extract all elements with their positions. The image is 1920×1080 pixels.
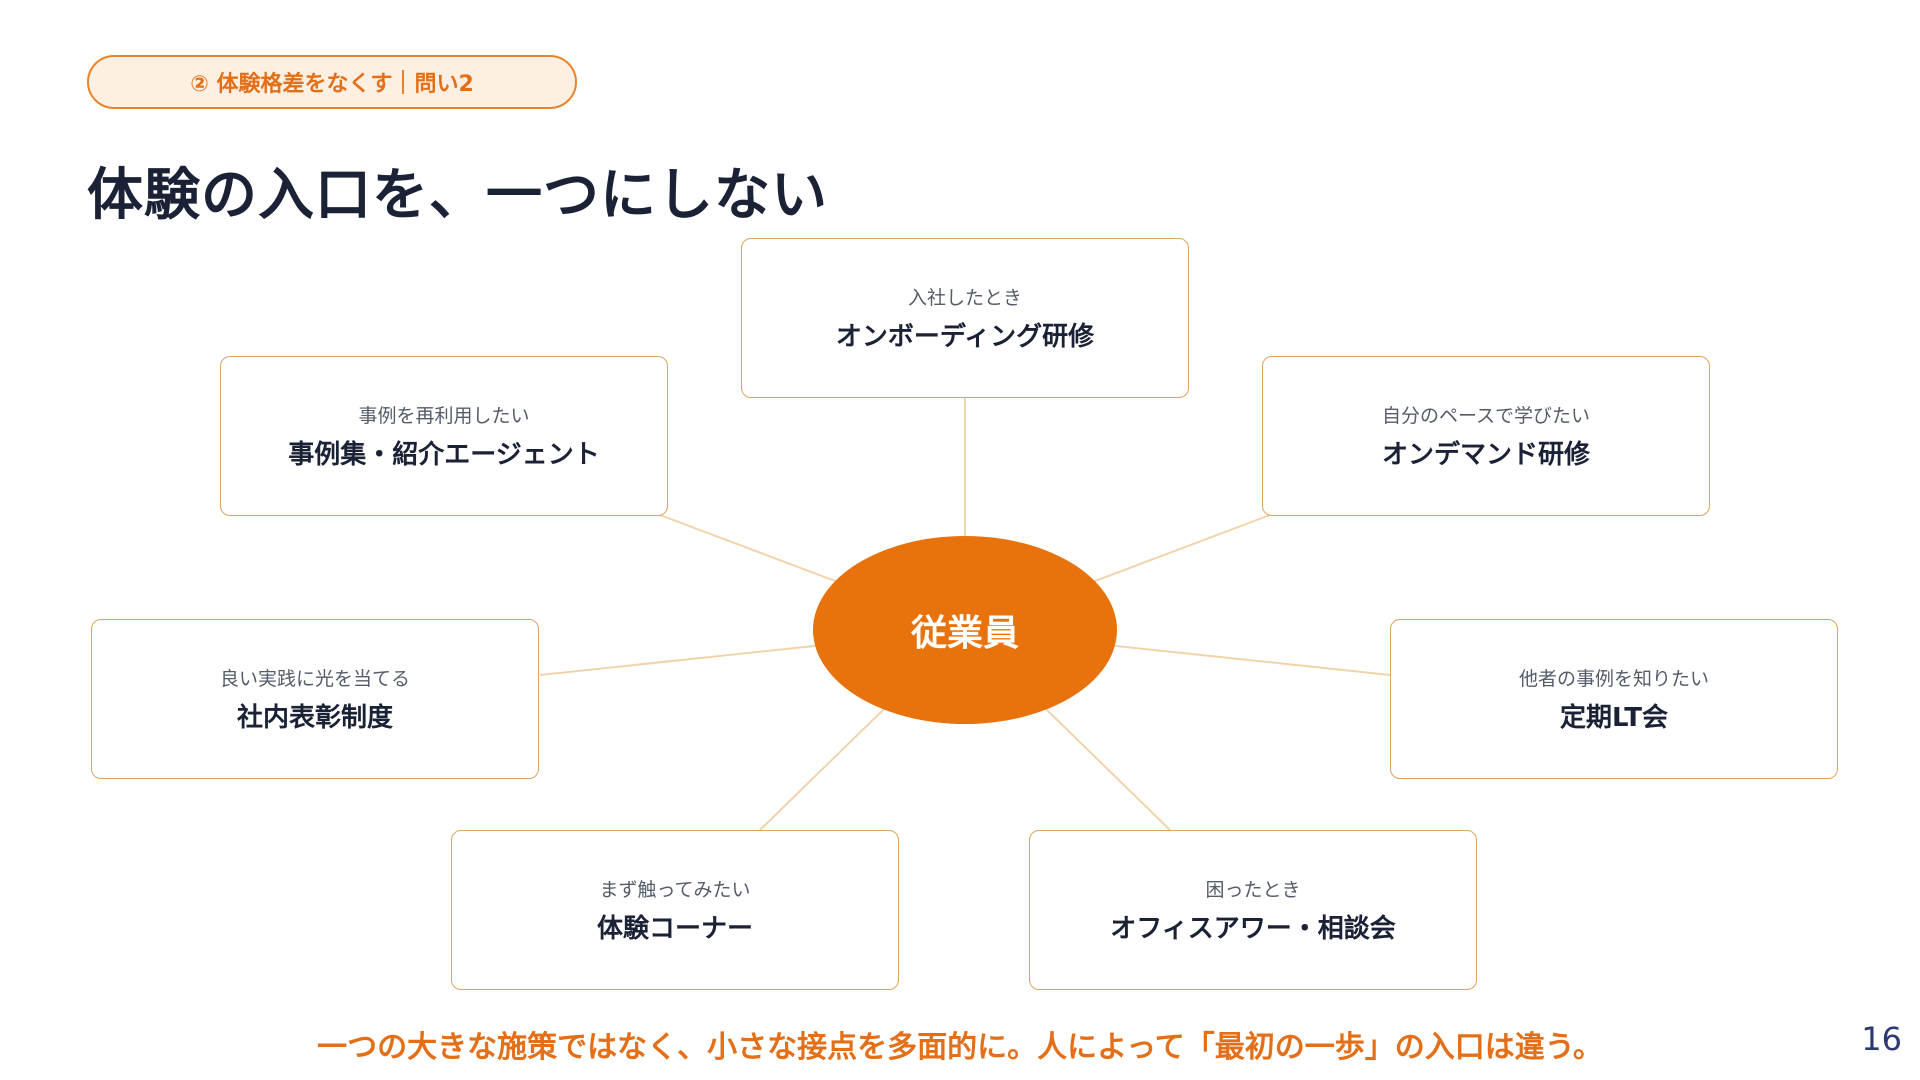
node-initiative: 定期LT会 [1560,703,1668,733]
question-label: 問い2 [414,72,474,97]
node-onboarding: 入社したとき オンボーディング研修 [741,238,1189,398]
page-number: 16 [1861,1020,1902,1058]
section-tag-label: ② 体験格差をなくす [190,72,393,97]
node-trigger: 他者の事例を知りたい [1518,668,1709,690]
node-initiative: 体験コーナー [596,914,753,944]
node-lt-meetup: 他者の事例を知りたい 定期LT会 [1390,619,1838,779]
node-trigger: 困ったとき [1205,879,1301,901]
node-trigger: 入社したとき [907,287,1022,309]
node-case-library: 事例を再利用したい 事例集・紹介エージェント [220,356,668,516]
node-experience-corner: まず触ってみたい 体験コーナー [451,830,899,990]
node-trigger: 自分のペースで学びたい [1381,405,1591,427]
node-initiative: オンデマンド研修 [1381,440,1590,470]
section-tag-divider [402,70,405,94]
node-on-demand: 自分のペースで学びたい オンデマンド研修 [1262,356,1710,516]
node-trigger: まず触ってみたい [599,879,751,901]
node-initiative: 社内表彰制度 [236,703,393,733]
node-awards: 良い実践に光を当てる 社内表彰制度 [91,619,539,779]
node-trigger: 良い実践に光を当てる [219,668,410,690]
center-node-employee: 従業員 [813,536,1117,724]
node-trigger: 事例を再利用したい [358,405,530,427]
node-initiative: オンボーディング研修 [835,322,1095,352]
footer-message: 一つの大きな施策ではなく、小さな接点を多面的に。人によって「最初の一歩」の入口は… [317,1030,1603,1065]
node-initiative: オフィスアワー・相談会 [1110,914,1396,944]
page-title: 体験の入口を、一つにしない [87,163,828,228]
section-tag: ② 体験格差をなくす 問い2 [87,55,577,109]
node-initiative: 事例集・紹介エージェント [288,440,600,470]
node-office-hours: 困ったとき オフィスアワー・相談会 [1029,830,1477,990]
